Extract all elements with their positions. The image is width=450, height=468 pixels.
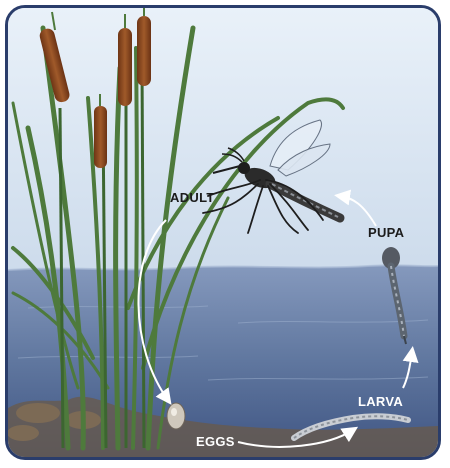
eggs: [167, 403, 185, 429]
label-pupa: PUPA: [368, 225, 405, 240]
life-cycle-diagram-frame: ADULT PUPA LARVA EGGS: [5, 5, 441, 460]
mosquito-life-cycle-illustration: ADULT PUPA LARVA EGGS: [8, 8, 438, 457]
label-adult: ADULT: [170, 190, 215, 205]
label-eggs: EGGS: [196, 434, 235, 449]
label-larva: LARVA: [358, 394, 403, 409]
